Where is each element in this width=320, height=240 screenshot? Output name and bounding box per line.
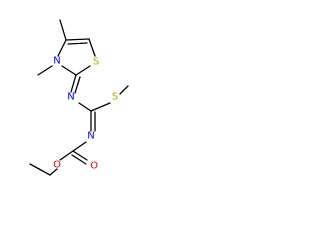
bond-c4-methyl: [59, 19, 67, 41]
bond-ncarb-ccarbonyl: [72, 141, 87, 152]
atom-n-carbamate: N: [87, 131, 94, 142]
bonds: [29, 19, 129, 176]
bond-smethyl-ch3: [119, 85, 129, 95]
bond-nimine-c: [78, 102, 92, 112]
atom-n-imine: N: [67, 92, 74, 103]
atom-o-carbonyl: O: [90, 161, 98, 172]
bond-n3-methyl: [37, 65, 53, 76]
bond-oester-ch2: [49, 168, 58, 176]
bond-c2-nimine-double: [74, 76, 81, 94]
bond-c2-n3: [61, 65, 77, 76]
atom-s-ring: S: [93, 57, 99, 68]
atom-labels: N S N S N O O: [53, 56, 118, 172]
bond-s-c2: [75, 65, 91, 76]
structure-svg: N S N S N O O: [29, 19, 129, 176]
bond-c-smethyl: [90, 102, 111, 112]
bond-c5-s: [88, 38, 96, 57]
bond-ccarbonyl-o: [72, 150, 88, 161]
bond-ccarbonyl-oester: [59, 150, 74, 161]
atom-n-ring: N: [53, 56, 60, 67]
bond-ccarbonyl-o-double: [71, 154, 87, 165]
molecule-diagram: N S N S N O O: [0, 0, 167, 206]
bond-n3-c4: [57, 39, 67, 57]
bond-c4-c5-double: [67, 42, 88, 45]
bond-c4-c5: [65, 38, 90, 41]
bond-ch2-ch3: [29, 163, 51, 176]
atom-o-ester: O: [53, 160, 61, 171]
bond-c2-nimine: [70, 74, 77, 93]
atom-s-methyl: S: [112, 92, 118, 103]
